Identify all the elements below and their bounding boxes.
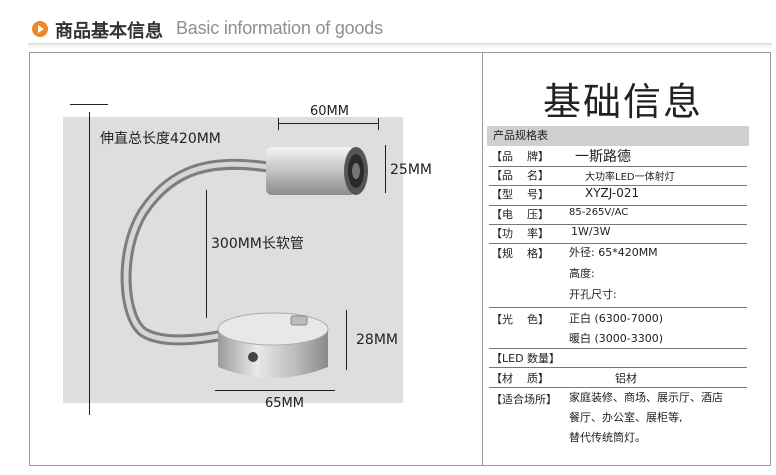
hose-length-line <box>206 190 207 318</box>
spec-value-line: 家庭装修、商场、展示厅、酒店 <box>569 391 723 404</box>
spec-value-line: 餐厅、办公室、展柜等, <box>569 411 683 424</box>
spec-row-voltage: 【电 压】 85-265V/AC <box>489 206 747 225</box>
spec-value: 铝材 <box>615 372 637 385</box>
spec-value-line: 外径: 65*420MM <box>569 246 658 259</box>
spec-panel: 基础信息 产品规格表 【品 牌】 一斯路德 【品 名】 大功率LED一体射灯 【… <box>483 53 770 465</box>
spec-label: 【LED 数量】 <box>491 352 561 365</box>
spec-row-power: 【功 率】 1W/3W <box>489 225 747 244</box>
section-header: 商品基本信息 Basic information of goods <box>0 0 776 49</box>
lamp-illustration <box>120 147 368 378</box>
section-title-en: Basic information of goods <box>176 18 383 38</box>
section-title-cn: 商品基本信息 <box>55 21 163 42</box>
spec-value-line: 正白 (6300-7000) <box>569 312 664 325</box>
play-circle-icon <box>32 21 48 37</box>
base-height-line <box>346 310 347 370</box>
total-length-top-tick <box>70 104 108 105</box>
head-diameter-label: 25MM <box>390 162 432 178</box>
top-width-left-tick <box>278 118 279 130</box>
spec-row-usage: 【适合场所】 家庭装修、商场、展示厅、酒店 餐厅、办公室、展柜等, 替代传统筒灯… <box>489 388 747 450</box>
spec-row-material: 【材 质】 铝材 <box>489 368 747 388</box>
spec-label: 【规 格】 <box>491 247 549 260</box>
spec-value: 1W/3W <box>571 225 611 238</box>
head-diameter-line <box>385 145 386 193</box>
spec-value-line: 开孔尺寸: <box>569 288 617 301</box>
spec-value: 家庭装修、商场、展示厅、酒店 餐厅、办公室、展柜等, 替代传统筒灯。 <box>569 388 723 448</box>
spec-value: 85-265V/AC <box>569 207 629 218</box>
spec-value: XYZJ-021 <box>585 186 640 200</box>
panel-divider <box>482 52 483 466</box>
spec-row-led-count: 【LED 数量】 <box>489 349 747 368</box>
panel-title: 基础信息 <box>543 80 704 124</box>
top-width-label: 60MM <box>310 104 349 119</box>
spec-row-size: 【规 格】 外径: 65*420MM 高度: 开孔尺寸: <box>489 245 747 308</box>
spec-label: 【材 质】 <box>491 372 549 385</box>
spec-value-line: 暖白 (3000-3300) <box>569 332 664 345</box>
header-shadow <box>28 44 772 49</box>
spec-value: 外径: 65*420MM 高度: 开孔尺寸: <box>569 242 658 305</box>
spec-value: 一斯路德 <box>575 149 631 165</box>
spec-label: 【光 色】 <box>491 313 549 326</box>
spec-label: 【品 牌】 <box>491 150 549 163</box>
hose-length-label: 300MM长软管 <box>211 236 304 252</box>
product-photo <box>63 117 403 403</box>
header-divider <box>28 43 772 44</box>
spec-label: 【型 号】 <box>491 188 549 201</box>
spec-table-header: 产品规格表 <box>487 126 749 146</box>
content-frame <box>29 52 771 466</box>
spec-label: 【功 率】 <box>491 227 549 240</box>
spec-row-color: 【光 色】 正白 (6300-7000) 暖白 (3000-3300) <box>489 309 747 349</box>
base-width-line <box>215 390 335 391</box>
base-width-label: 65MM <box>265 396 304 411</box>
spec-row-name: 【品 名】 大功率LED一体射灯 <box>489 167 747 186</box>
spec-value-line: 高度: <box>569 267 595 280</box>
spec-value-line: 替代传统筒灯。 <box>569 431 646 444</box>
spec-row-brand: 【品 牌】 一斯路德 <box>489 148 747 167</box>
spec-label: 【电 压】 <box>491 208 549 221</box>
spec-row-model: 【型 号】 XYZJ-021 <box>489 186 747 206</box>
base-height-label: 28MM <box>356 332 398 348</box>
spec-value: 大功率LED一体射灯 <box>585 172 675 183</box>
total-length-line <box>89 112 90 415</box>
total-length-label: 伸直总长度420MM <box>100 131 221 147</box>
spec-label: 【品 名】 <box>491 169 549 182</box>
top-width-line <box>278 123 378 124</box>
spec-value: 正白 (6300-7000) 暖白 (3000-3300) <box>569 309 663 349</box>
top-width-right-tick <box>378 118 379 130</box>
spec-label: 【适合场所】 <box>491 393 557 406</box>
